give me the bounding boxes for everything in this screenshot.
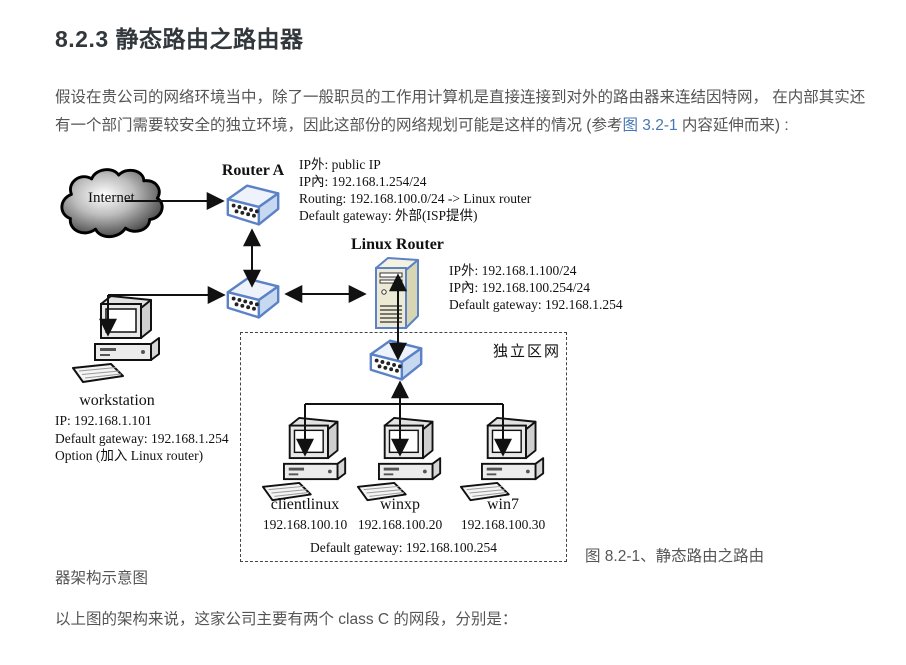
private-lan-box [240, 332, 567, 562]
figure-caption-line1: 图 8.2-1、静态路由之路由 [585, 548, 765, 565]
client-ip: 192.168.100.10 [262, 517, 348, 532]
hub-icon [222, 274, 284, 329]
client-ip: 192.168.100.30 [460, 517, 546, 532]
router-a-annotations: IP外: public IP IP內: 192.168.1.254/24 Rou… [299, 156, 531, 224]
annotation-line: IP外: 192.168.1.100/24 [449, 263, 577, 278]
router-a-icon [222, 181, 284, 236]
annotation-line: Default gateway: 192.168.1.254 [55, 430, 229, 446]
linux-router-icon [366, 254, 426, 337]
annotation-line: Default gateway: 外部(ISP提供) [299, 208, 478, 223]
annotation-line: Routing: 192.168.100.0/24 -> Linux route… [299, 191, 532, 206]
figure-caption-line2: 器架构示意图 [55, 570, 149, 587]
annotation-line: IP內: 192.168.100.254/24 [449, 280, 591, 295]
annotation-line: Option (加入 Linux router) [55, 448, 204, 463]
intro-text-after-link: 内容延伸而来) : [677, 117, 789, 134]
client-name: winxp [380, 496, 420, 513]
workstation-computer-icon [71, 294, 163, 391]
intro-paragraph: 假设在贵公司的网络环境当中，除了一般职员的工作用计算机是直接连接到对外的路由器来… [55, 84, 866, 140]
client-name: clientlinux [270, 496, 340, 513]
intro-text-before-link: 假设在贵公司的网络环境当中，除了一般职员的工作用计算机是直接连接到对外的路由器来… [55, 89, 866, 134]
internet-cloud-icon [55, 164, 167, 251]
lan-switch-icon [365, 336, 427, 391]
annotation-line: IP內: 192.168.1.254/24 [299, 174, 427, 189]
workstation-annotations: IP: 192.168.1.101 Default gateway: 192.1… [55, 412, 229, 465]
annotation-line: Default gateway: 192.168.1.254 [449, 297, 623, 312]
linux-router-label: Linux Router [351, 236, 444, 253]
linux-router-annotations: IP外: 192.168.1.100/24 IP內: 192.168.100.2… [449, 262, 623, 313]
client-ip: 192.168.100.20 [357, 517, 443, 532]
document-page: 8.2.3 静态路由之路由器 假设在贵公司的网络环境当中，除了一般职员的工作用计… [0, 20, 906, 629]
closing-paragraph: 以上图的架构来说，这家公司主要有两个 class C 的网段，分别是： [55, 611, 518, 628]
workstation-label: workstation [79, 392, 155, 409]
router-a-label: Router A [221, 162, 285, 179]
client-name: win7 [487, 496, 519, 513]
page-title: 8.2.3 静态路由之路由器 [55, 26, 304, 52]
figure-3-2-1-link[interactable]: 图 3.2-1 [622, 117, 678, 134]
annotation-line: IP: 192.168.1.101 [55, 413, 152, 428]
private-lan-label: 独立区网 [493, 344, 562, 360]
annotation-line: IP外: public IP [299, 157, 381, 172]
internet-label: Internet [88, 190, 135, 206]
figure-caption: 图 8.2-1、静态路由之路由器架构示意图 [55, 546, 866, 590]
network-diagram: 独立区网 Internet Router A IP外: public IP IP… [55, 154, 870, 564]
lan-gateway-note: Default gateway: 192.168.100.254 [309, 540, 498, 555]
